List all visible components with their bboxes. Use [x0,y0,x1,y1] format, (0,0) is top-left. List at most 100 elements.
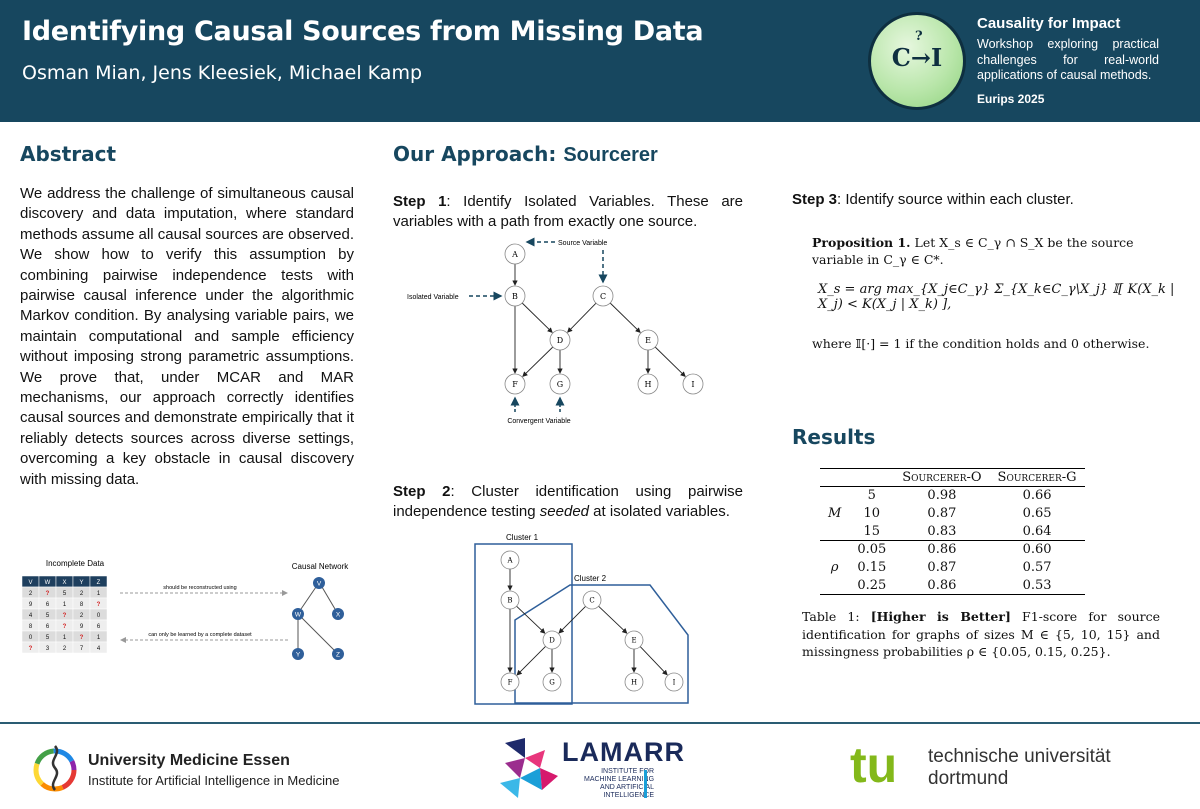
table-cell-text: ? [80,635,84,641]
step3-label: Step 3 [792,191,838,208]
dag-node-label: H [645,380,652,389]
table-cell-text: 3 [46,646,50,652]
dag-edge [598,605,628,634]
reconstruct-label: should be reconstructed using [163,585,236,591]
proposition-label: Proposition 1. [812,235,911,250]
incomplete-data-title: Incomplete Data [46,559,105,568]
results-heading: Results [792,425,876,449]
cluster1-label: Cluster 1 [506,533,539,542]
lamarr-logo-icon [500,738,558,798]
dag-edge [609,302,641,333]
group-m-label: M [828,506,842,521]
network-node-label: Y [296,652,301,659]
proposition-equation: X_s = arg max_{X_j∈C_γ} Σ_{X_k∈C_γ\X_j} … [818,282,1175,312]
table-cell-text: 2 [80,591,84,597]
ume-institute: Institute for Artificial Intelligence in… [88,773,340,788]
network-node-label: V [317,581,322,588]
dag-node [549,373,571,395]
dag-node-label: G [557,380,563,389]
dag-node [637,373,659,395]
dag-node [624,630,644,650]
table-cell-text: 4 [97,646,101,652]
logo-text: C→I [891,43,943,72]
table-cell-text: 0 [29,635,33,641]
dag-edge [639,646,668,676]
table-row: 0.25 0.86 0.53 [857,577,1052,593]
table-cell-text: 0 [97,613,101,619]
dag-node-label: E [645,336,651,345]
table-cell-text: ? [63,613,67,619]
table-cell-text: 9 [80,624,84,630]
network-node-label: W [295,612,302,619]
network-node-label: X [336,612,341,619]
table-cell-text: ? [46,591,50,597]
poster-header: Identifying Causal Sources from Missing … [0,0,1200,122]
step2-body-a: : Cluster identification using pairwise … [393,483,744,520]
dag-edge [516,605,546,634]
dag-node [682,373,704,395]
table-row: M 10 0.87 0.65 [820,505,1085,523]
network-node [292,648,304,660]
dag-node [624,672,644,692]
step3-text: Step 3: Identify source within each clus… [792,190,1162,210]
table-row: 15 0.83 0.64 [863,523,1052,539]
table-cell-text: ? [97,602,101,608]
dag-edge [558,606,586,634]
dag-node-label: F [512,380,518,389]
table-cell-text: 5 [46,613,50,619]
step2-body-b: at isolated variables. [589,503,730,520]
tu-name: technische universität dortmund [928,746,1111,790]
table-header-text: W [45,580,51,586]
dag-node-label: A [511,250,518,259]
dag-edge [521,302,553,333]
caption-text: F1-score for source identification for g… [802,609,1160,659]
dag-node [664,672,684,692]
dag-node [542,672,562,692]
dag-node-label: I [691,380,694,389]
table-cell-text: ? [29,646,33,652]
convergent-variable-label: Convergent Variable [507,418,570,425]
table-cell-text: 8 [80,602,84,608]
cluster2-boundary [514,584,689,704]
dag-node [500,672,520,692]
table-header-text: Z [97,580,101,586]
table-cell-text: 8 [29,624,33,630]
dag-node [542,630,562,650]
lamarr-bar [644,770,647,798]
table-header-text: V [28,580,32,586]
results-table: Sourcerer-O Sourcerer-G 5 0.98 0.66 M 10… [820,468,1085,595]
table-cell-text: 7 [80,646,84,652]
table-cell-text: 4 [29,613,33,619]
table-cell-text: 6 [46,624,50,630]
dag-node [582,590,602,610]
footer-divider [0,722,1200,724]
table-row: ρ 0.15 0.87 0.57 [820,559,1085,577]
dag-node [504,373,526,395]
lamarr-subtitle: INSTITUTE FOR MACHINE LEARNING AND ARTIF… [584,768,655,799]
dag-node [504,285,526,307]
dag-node [500,550,520,570]
dag-node-label: H [631,678,637,686]
step1-body: : Identify Isolated Variables. These are… [393,193,744,230]
abstract-text: We address the challenge of simultaneous… [20,185,354,488]
workshop-logo: ? C→I [868,12,966,110]
step2-body-em: seeded [539,503,590,520]
workshop-description: Workshop exploring practical challenges … [977,37,1159,82]
proposition: Proposition 1. Let X_s ∈ C_γ ∩ S_X be th… [812,234,1162,268]
group-rho-label: ρ [830,560,839,575]
col-header-o: Sourcerer-O [902,470,982,485]
dag-node-label: C [600,292,606,301]
dag-node [549,329,571,351]
network-node [332,648,344,660]
dag-edge [516,646,546,676]
poster-title: Identifying Causal Sources from Missing … [22,16,704,47]
dag-edge [654,346,686,377]
venue: Eurips 2025 [977,92,1045,106]
dag-node-label: E [631,636,636,644]
table-cell-text: 1 [97,591,101,597]
dag-edge [522,346,554,377]
table-cell-text: ? [63,624,67,630]
